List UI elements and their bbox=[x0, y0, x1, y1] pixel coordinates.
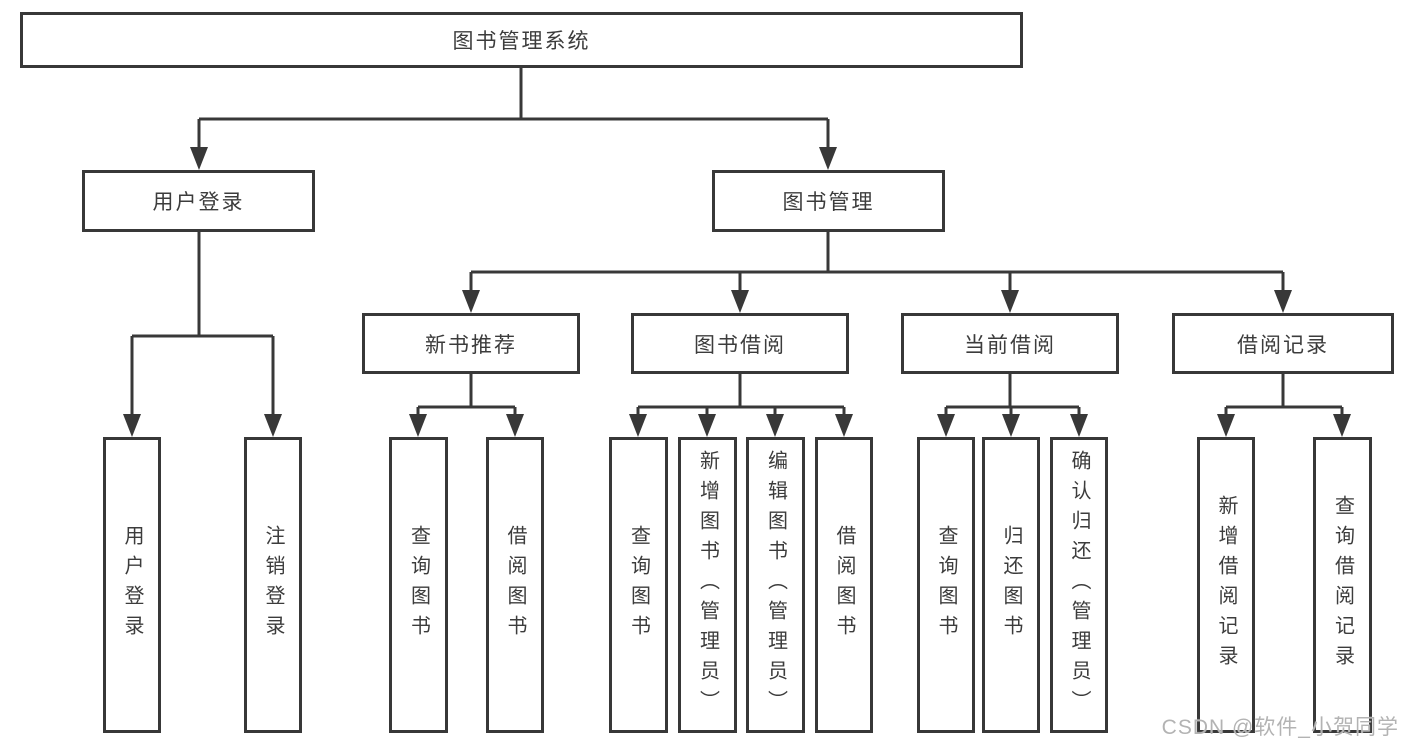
leaf-borrow-books: 借阅图书 bbox=[815, 437, 873, 733]
node-label: 查询图书 bbox=[407, 525, 430, 645]
arrowhead bbox=[123, 414, 141, 437]
arrowhead bbox=[409, 414, 427, 437]
node-label: 新增图书（管理员） bbox=[696, 450, 719, 720]
node-label: 用户登录 bbox=[121, 525, 143, 645]
node-label: 图书管理系统 bbox=[452, 30, 591, 53]
node-label: 新增借阅记录 bbox=[1215, 495, 1237, 675]
node-current-borrowing: 当前借阅 bbox=[901, 313, 1119, 374]
arrowhead bbox=[937, 414, 955, 437]
leaf-add-borrow-record: 新增借阅记录 bbox=[1197, 437, 1255, 733]
arrowhead bbox=[629, 414, 647, 437]
leaf-user-login: 用户登录 bbox=[103, 437, 161, 733]
arrowhead bbox=[190, 147, 208, 170]
arrowhead bbox=[698, 414, 716, 437]
node-label: 归还图书 bbox=[1000, 525, 1022, 645]
node-label: 查询图书 bbox=[935, 525, 957, 645]
leaf-confirm-return-admin: 确认归还（管理员） bbox=[1050, 437, 1108, 733]
leaf-query-books-current: 查询图书 bbox=[917, 437, 975, 733]
leaf-add-books-admin: 新增图书（管理员） bbox=[678, 437, 737, 733]
node-label: 注销登录 bbox=[262, 525, 284, 645]
arrowhead bbox=[731, 290, 749, 313]
node-book-management-module: 图书管理 bbox=[712, 170, 945, 232]
leaf-edit-books-admin: 编辑图书（管理员） bbox=[746, 437, 805, 733]
arrowhead bbox=[1002, 414, 1020, 437]
node-label: 借阅图书 bbox=[833, 525, 855, 645]
arrowhead bbox=[819, 147, 837, 170]
node-label: 图书管理 bbox=[782, 191, 875, 214]
arrowhead bbox=[264, 414, 282, 437]
arrowhead bbox=[462, 290, 480, 313]
node-label: 确认归还（管理员） bbox=[1068, 450, 1090, 720]
node-new-book-recommend: 新书推荐 bbox=[362, 313, 580, 374]
node-label: 当前借阅 bbox=[964, 333, 1056, 357]
csdn-watermark: CSDN @软件_小贺同学 bbox=[1161, 716, 1399, 739]
node-label: 查询借阅记录 bbox=[1331, 495, 1354, 675]
node-label: 借阅图书 bbox=[504, 525, 526, 645]
arrowhead bbox=[1070, 414, 1088, 437]
leaf-return-books: 归还图书 bbox=[982, 437, 1040, 733]
node-label: 借阅记录 bbox=[1237, 333, 1329, 357]
arrowhead bbox=[766, 414, 784, 437]
leaf-logout: 注销登录 bbox=[244, 437, 302, 733]
node-label: 编辑图书（管理员） bbox=[764, 450, 787, 720]
node-label: 查询图书 bbox=[627, 525, 650, 645]
arrowhead bbox=[1333, 414, 1351, 437]
node-label: 图书借阅 bbox=[694, 333, 786, 357]
node-root-system: 图书管理系统 bbox=[20, 12, 1023, 68]
arrowhead bbox=[1217, 414, 1235, 437]
arrowhead bbox=[1274, 290, 1292, 313]
node-label: 用户登录 bbox=[152, 191, 245, 214]
leaf-borrow-books-recommend: 借阅图书 bbox=[486, 437, 544, 733]
leaf-query-books-borrow: 查询图书 bbox=[609, 437, 668, 733]
leaf-query-borrow-record: 查询借阅记录 bbox=[1313, 437, 1372, 733]
arrowhead bbox=[1001, 290, 1019, 313]
node-book-borrowing: 图书借阅 bbox=[631, 313, 849, 374]
arrowhead bbox=[835, 414, 853, 437]
leaf-query-books-recommend: 查询图书 bbox=[389, 437, 448, 733]
node-label: 新书推荐 bbox=[425, 333, 517, 357]
arrowhead bbox=[506, 414, 524, 437]
node-user-login-module: 用户登录 bbox=[82, 170, 315, 232]
node-borrowing-records: 借阅记录 bbox=[1172, 313, 1394, 374]
